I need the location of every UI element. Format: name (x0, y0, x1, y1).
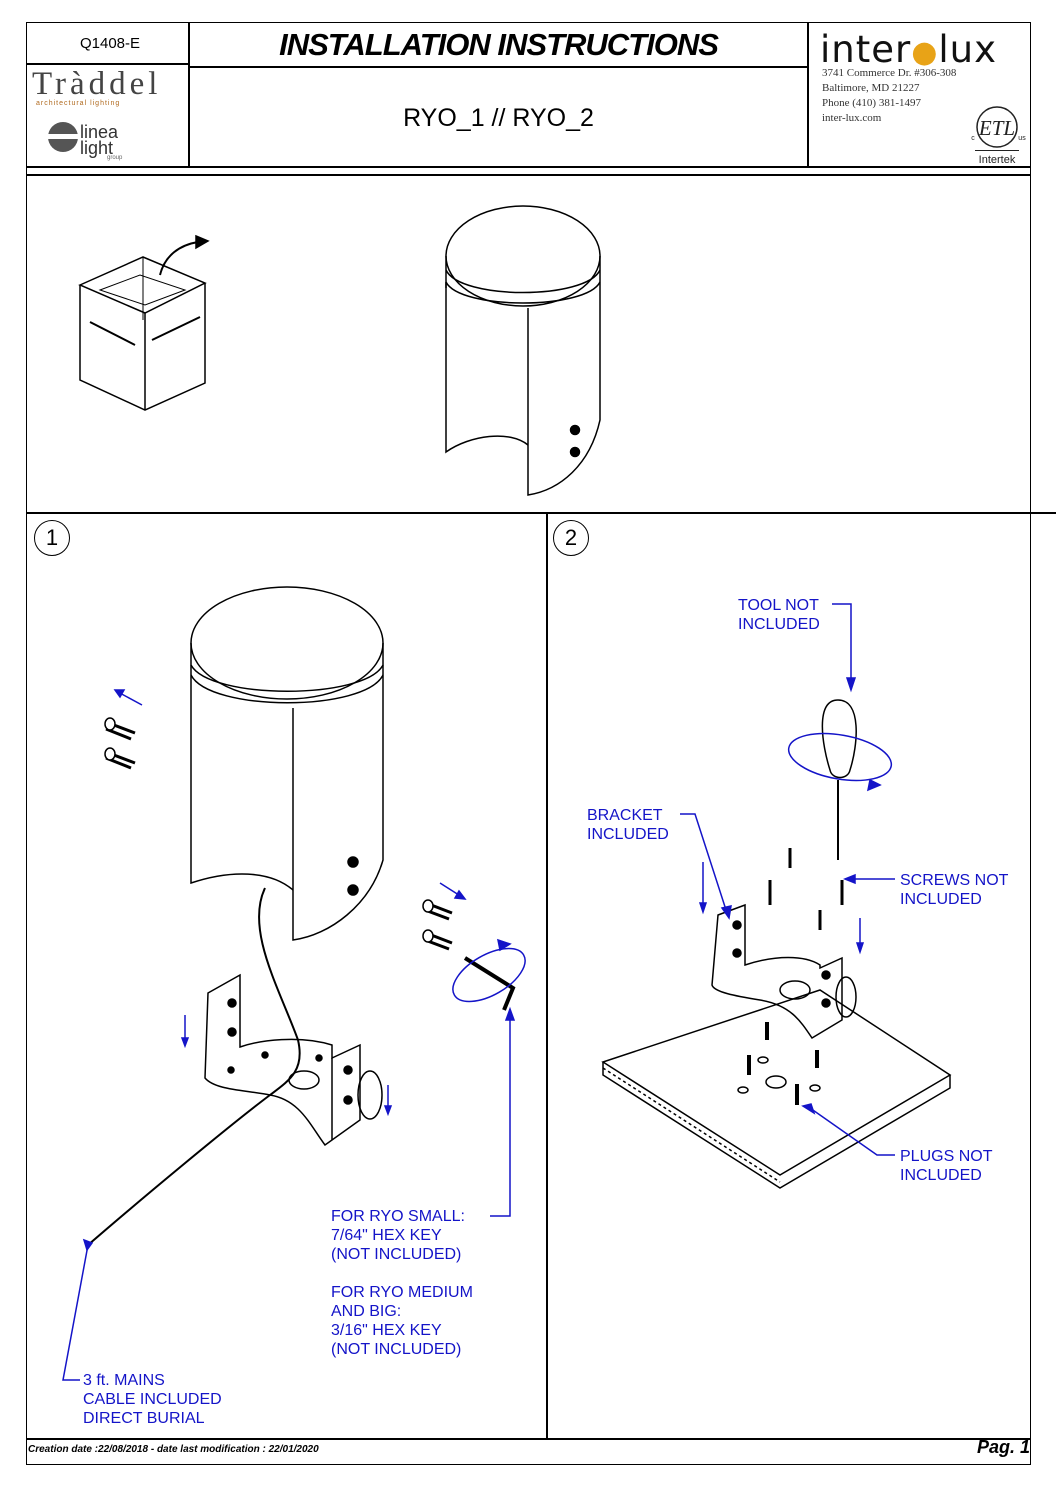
linea-light-logo: linea light (80, 122, 119, 158)
header-divider-2 (26, 174, 1031, 176)
traddel-logo-subtitle: architectural lighting (36, 100, 121, 107)
interlux-logo: inter●lux (820, 28, 997, 71)
header-col-2 (807, 22, 809, 166)
tool-callout: TOOL NOT INCLUDED (738, 597, 820, 633)
overview-divider (26, 512, 1056, 514)
model-name: RYO_1 // RYO_2 (403, 104, 594, 132)
interlux-address: 3741 Commerce Dr. #306-308 Baltimore, MD… (822, 66, 956, 126)
footer-divider (26, 1438, 1031, 1440)
steps-col-divider (546, 512, 548, 1438)
interlux-logo-part-b: lux (938, 28, 998, 71)
interlux-logo-part-a: inter (820, 28, 912, 71)
header-row-left (26, 63, 188, 65)
bracket-callout: BRACKET INCLUDED (587, 807, 669, 843)
address-line: Baltimore, MD 21227 (822, 82, 920, 94)
page-number: Pag. 1 (976, 1437, 1030, 1457)
header-col-1 (188, 22, 190, 166)
step-1-number: 1 (34, 520, 70, 556)
step-2-number: 2 (553, 520, 589, 556)
hex-key-big-callout: FOR RYO MEDIUM AND BIG: 3/16" HEX KEY (N… (331, 1284, 473, 1358)
interlux-logo-dot: ● (911, 35, 939, 70)
page-frame (26, 22, 1031, 1465)
hex-key-small-callout: FOR RYO SMALL: 7/64" HEX KEY (NOT INCLUD… (331, 1208, 465, 1263)
plugs-callout: PLUGS NOT INCLUDED (900, 1148, 993, 1184)
address-website: inter-lux.com (822, 112, 882, 124)
header-row-mid (188, 66, 807, 68)
screws-callout: SCREWS NOT INCLUDED (900, 872, 1009, 908)
document-dates: Creation date :22/08/2018 - date last mo… (28, 1444, 319, 1455)
document-code: Q1408-E (79, 35, 141, 52)
page-title: INSTALLATION INSTRUCTIONS (279, 27, 719, 62)
address-line: 3741 Commerce Dr. #306-308 (822, 67, 957, 79)
header-divider (26, 166, 1031, 168)
linea-light-group: group (107, 155, 123, 161)
mains-cable-callout: 3 ft. MAINS CABLE INCLUDED DIRECT BURIAL (83, 1372, 222, 1427)
traddel-logo: Tràddel (32, 66, 162, 102)
address-phone: Phone (410) 381-1497 (822, 97, 921, 109)
